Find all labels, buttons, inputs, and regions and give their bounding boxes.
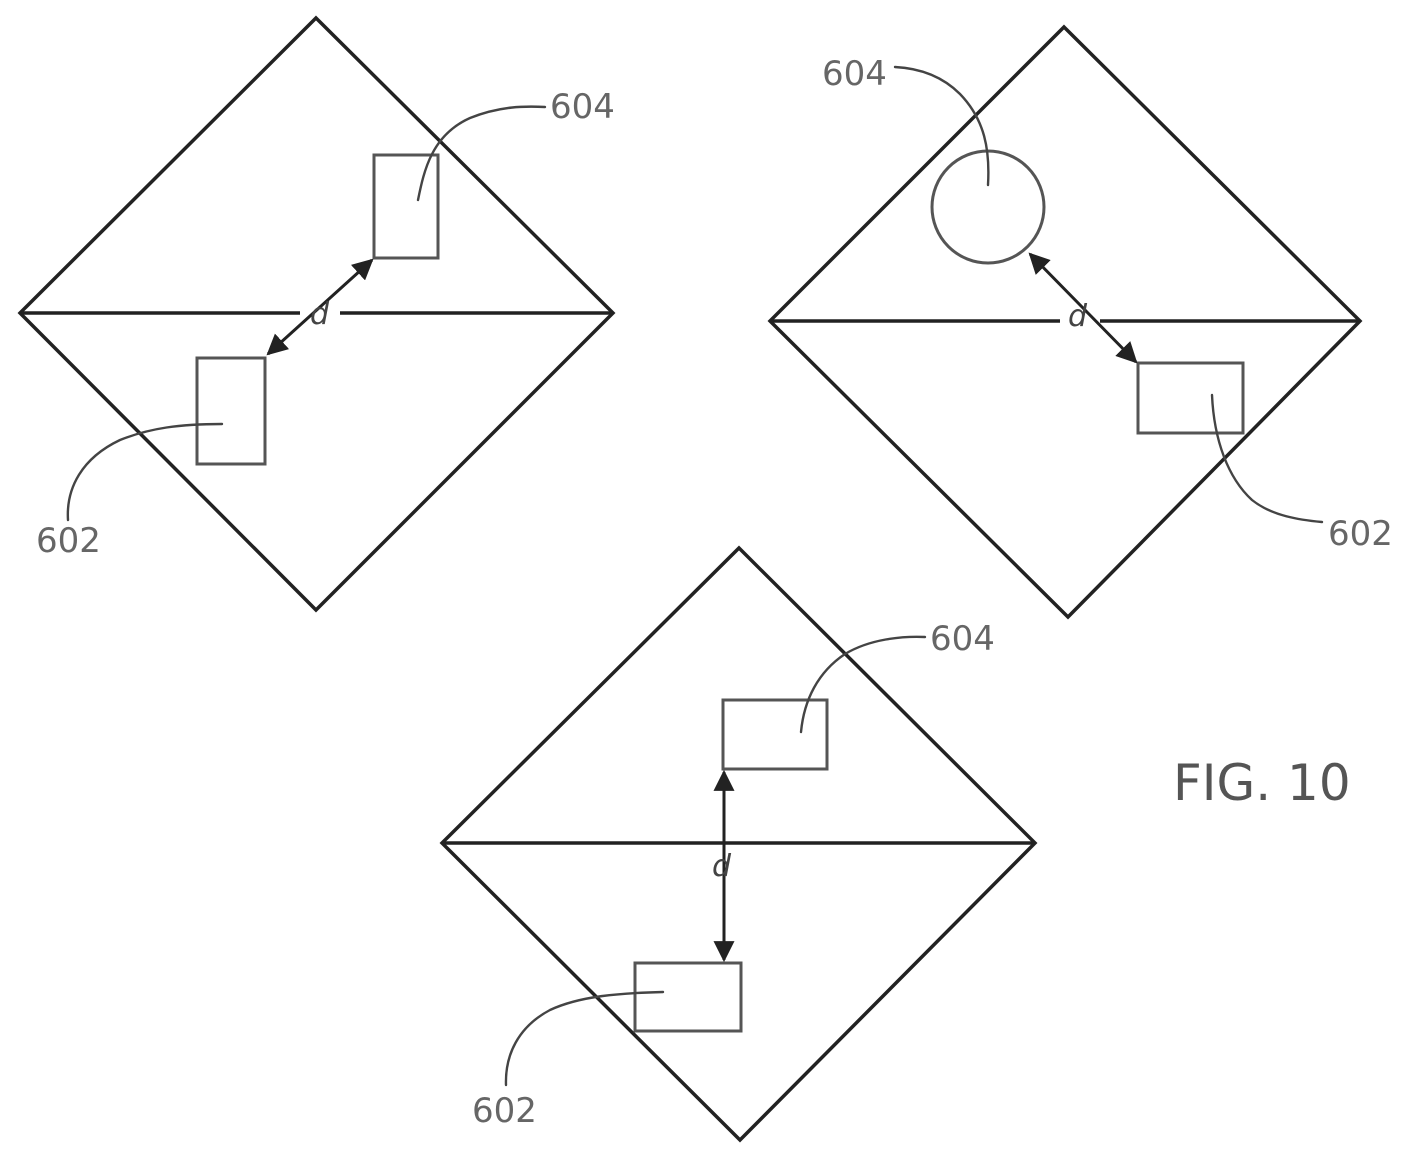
distance-label: d (712, 849, 732, 884)
component-602-box (635, 963, 741, 1031)
figure-title: FIG. 10 (1173, 754, 1351, 812)
component-604-box (374, 155, 438, 258)
distance-label: d (310, 297, 330, 332)
label-604: 604 (822, 54, 887, 94)
component-604-box (723, 700, 827, 769)
component-602-box (1138, 363, 1243, 433)
label-604: 604 (550, 87, 615, 127)
label-602: 602 (1328, 514, 1393, 554)
distance-label: d (1068, 299, 1088, 334)
component-602-box (197, 358, 265, 464)
label-602: 602 (472, 1091, 537, 1131)
panel-top-right: d 604 602 (770, 27, 1393, 617)
panel-bottom: d 604 602 (442, 548, 1035, 1140)
label-602: 602 (36, 521, 101, 561)
label-604: 604 (930, 619, 995, 659)
panel-top-left: d 604 602 (20, 18, 615, 610)
